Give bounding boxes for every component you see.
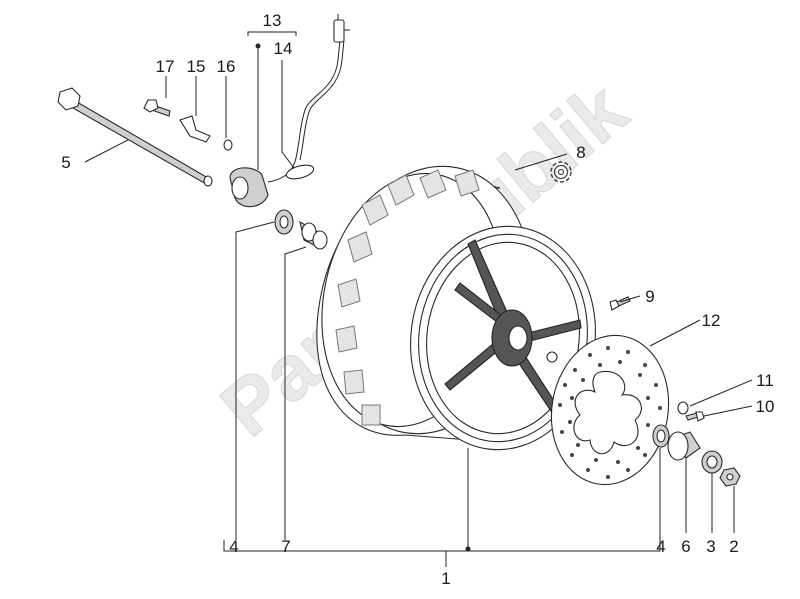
rim [410,225,596,451]
callout-2: 2 [729,537,738,556]
callout-1: 1 [441,569,450,588]
callout-4-right: 4 [656,537,665,556]
callout-14: 14 [274,39,293,58]
callout-16: 16 [217,57,236,76]
callout-13: 13 [263,11,282,30]
callout-6: 6 [681,537,690,556]
seal-spacer-left [274,209,328,250]
callout-8: 8 [576,143,585,162]
small-parts-right [652,401,741,487]
callout-17: 17 [156,57,175,76]
callout-15: 15 [187,57,206,76]
callout-4-left: 4 [229,537,238,556]
bolt-9 [609,296,631,311]
speedo-drive [229,14,350,208]
callout-10: 10 [756,397,775,416]
callout-numbers: 1 2 3 4 4 5 6 7 8 9 10 11 12 13 14 15 16… [61,11,774,588]
callout-11: 11 [756,371,774,390]
leader-lines [84,31,753,567]
gear-icon [550,161,572,183]
callout-5: 5 [61,153,70,172]
axle [57,87,213,187]
callout-12: 12 [702,311,721,330]
brake-disc [550,334,670,486]
callout-3: 3 [706,537,715,556]
callout-7: 7 [281,537,290,556]
callout-9: 9 [645,287,654,306]
small-parts-top [143,99,233,151]
